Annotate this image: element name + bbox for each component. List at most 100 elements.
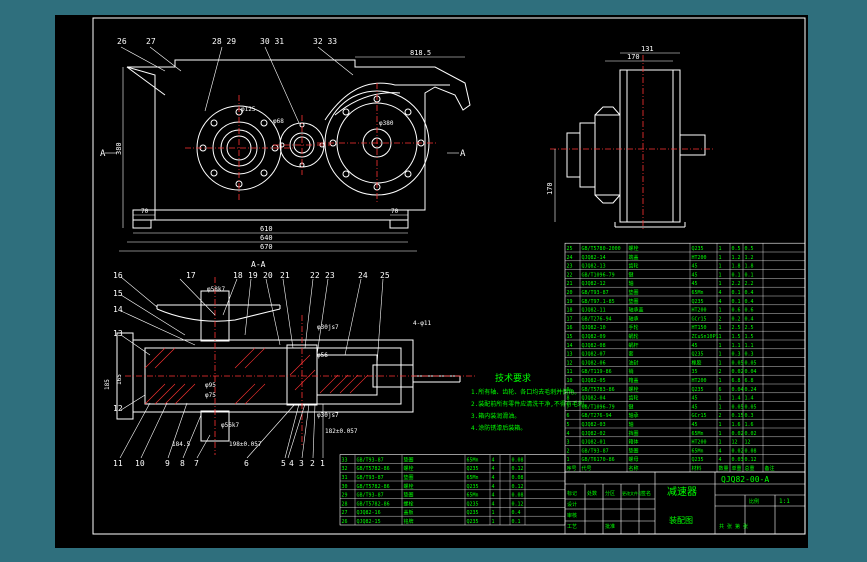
parts-bottom-cell: 螺栓: [404, 465, 414, 472]
dim-right-70: 70: [391, 208, 399, 215]
parts-right-cell: 0.05: [745, 404, 757, 410]
section-balloon-21: 21: [280, 271, 290, 280]
title-label-approve: 批准: [605, 523, 615, 530]
parts-right-cell: 0.05: [745, 360, 757, 366]
parts-right-header-cell: 备注: [765, 465, 775, 472]
parts-right-cell: 20: [567, 290, 573, 296]
parts-bottom-cell: 1: [492, 510, 495, 516]
title-label-process: 工艺: [567, 524, 577, 530]
dim-610: 610: [260, 225, 273, 233]
parts-right-cell: GB/T5783-86: [582, 387, 615, 393]
section-balloon-22: 22: [310, 271, 320, 280]
parts-bottom-cell: 4: [492, 475, 495, 481]
parts-right-cell: 12: [732, 440, 738, 446]
parts-right-header-cell: 代号: [582, 465, 592, 472]
parts-right-cell: 0.04: [732, 387, 744, 393]
parts-right-cell: 23: [567, 264, 573, 270]
section-dim-e: φ75: [205, 392, 216, 399]
dim-top-width: 818.5: [410, 49, 431, 57]
parts-right-cell: 0.5: [732, 246, 741, 252]
section-balloon-25: 25: [380, 271, 390, 280]
parts-right-cell: 齿轮: [629, 263, 639, 270]
parts-right-cell: Q235: [692, 246, 704, 252]
parts-bottom-cell: 4: [492, 466, 495, 472]
title-label-mark: 标记: [567, 490, 577, 497]
title-label-zone: 分区: [605, 490, 615, 497]
parts-right-cell: HT200: [692, 255, 707, 261]
parts-right-cell: 65Mn: [692, 290, 704, 296]
parts-bottom-cell: 铭牌: [404, 518, 414, 525]
parts-bottom-cell: Q235: [467, 484, 479, 490]
section-mark-left: A: [100, 149, 106, 159]
parts-right-cell: ZCuSn10P1: [692, 334, 719, 340]
parts-right-cell: 套: [629, 351, 634, 358]
dim-bore-125: φ125: [241, 106, 256, 113]
parts-right-header-cell: 总重: [745, 465, 755, 472]
parts-right-cell: 35: [692, 369, 698, 375]
parts-right-cell: 1.5: [745, 334, 754, 340]
balloon-27: 27: [146, 37, 156, 46]
parts-right-cell: 4: [719, 290, 722, 296]
parts-right-cell: QJQ82-12: [582, 281, 606, 287]
parts-right-cell: 轴承盖: [629, 307, 644, 314]
parts-right-cell: 0.4: [745, 299, 754, 305]
parts-right-cell: 1: [719, 334, 722, 340]
parts-right-cell: 1.8: [732, 264, 741, 270]
parts-right-cell: 齿轮: [629, 395, 639, 402]
parts-right-cell: 蜗杆: [629, 342, 639, 349]
parts-right-cell: QJQ82-10: [582, 325, 606, 331]
parts-right-header-cell: 序号: [567, 465, 577, 472]
parts-right-cell: 1: [719, 360, 722, 366]
parts-right-cell: 6: [719, 387, 722, 393]
parts-right-cell: 15: [567, 334, 573, 340]
section-dim-b: φ30js7: [317, 324, 339, 331]
parts-right-cell: 蜗轮: [629, 333, 639, 340]
scale-label: 比例: [749, 498, 759, 505]
parts-right-cell: 4: [719, 448, 722, 454]
parts-bottom-cell: 螺栓: [404, 500, 414, 507]
parts-right-cell: 0.3: [745, 413, 754, 419]
parts-right-cell: 21: [567, 281, 573, 287]
parts-right-cell: 6.8: [732, 378, 741, 384]
parts-right-cell: 4: [567, 431, 570, 437]
parts-right-cell: 0.02: [745, 431, 757, 437]
parts-right-cell: QJQ82-14: [582, 255, 606, 261]
tech-line-3: 3.箱内装润滑油。: [471, 412, 520, 420]
dim-170-top: 170: [627, 53, 640, 61]
parts-bottom-cell: 0.08: [512, 475, 524, 481]
parts-right-cell: 9: [567, 387, 570, 393]
parts-right-cell: GB/T119-86: [582, 369, 612, 375]
parts-right-cell: 1: [567, 457, 570, 463]
parts-bottom-cell: 螺栓: [404, 483, 414, 490]
section-balloon-11: 11: [113, 459, 123, 468]
parts-bottom-cell: 0.08: [512, 493, 524, 499]
parts-right-cell: 轴: [629, 421, 634, 428]
parts-right-cell: 0.03: [732, 457, 744, 463]
section-title: A-A: [251, 260, 266, 269]
parts-bottom-cell: 31: [342, 475, 348, 481]
section-balloon-1: 1: [320, 459, 325, 468]
tech-title: 技术要求: [495, 372, 531, 384]
dim-side-height: 170: [546, 182, 554, 195]
parts-bottom-cell: 4: [492, 457, 495, 463]
parts-right-cell: 销: [629, 368, 634, 375]
section-balloons-left-leaders: [120, 276, 196, 411]
parts-right-cell: 0.4: [745, 290, 754, 296]
section-dim-i: 198±0.057: [229, 441, 262, 448]
parts-right-cell: 0.3: [732, 352, 741, 358]
parts-right-cell: 1: [719, 255, 722, 261]
top-view-balloon-leaders: [120, 46, 354, 124]
section-dim-d: φ95: [205, 382, 216, 389]
parts-right-cell: 2.5: [745, 325, 754, 331]
parts-right-cell: 10: [567, 378, 573, 384]
parts-right-cell: 1.2: [745, 255, 754, 261]
parts-right-cell: 0.6: [745, 308, 754, 314]
parts-bottom-cell: 0.4: [512, 510, 521, 516]
parts-right-cell: 7: [567, 404, 570, 410]
parts-right-cell: GB/T1096-79: [582, 272, 615, 278]
parts-bottom-cell: 垫圈: [404, 474, 414, 481]
parts-right-cell: 22: [567, 272, 573, 278]
parts-bottom-cell: 26: [342, 519, 348, 525]
parts-right-cell: 0.3: [745, 352, 754, 358]
parts-bottom-cell: GB/T5782-86: [357, 466, 390, 472]
